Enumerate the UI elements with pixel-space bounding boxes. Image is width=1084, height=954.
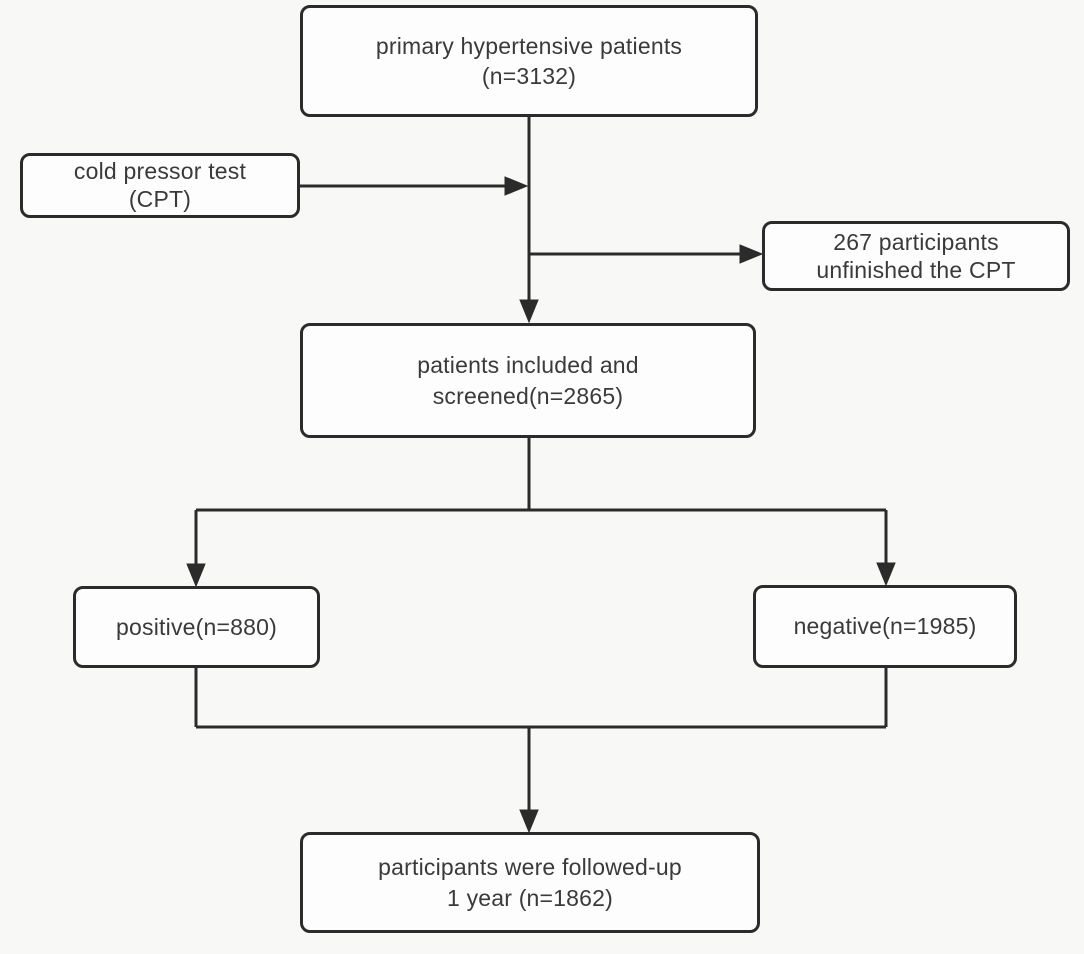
node-included-screened: patients included and screened(n=2865) [300, 323, 756, 438]
arrowhead-down-icon [519, 809, 539, 834]
edge-cpt-to-flow [300, 176, 529, 196]
arrowhead-down-icon [186, 563, 206, 588]
arrowhead-right-icon [739, 244, 764, 264]
node-positive: positive(n=880) [73, 586, 320, 668]
edge-screened-branch [186, 438, 896, 588]
node-followed-up: participants were followed-up 1 year (n=… [300, 832, 760, 933]
edge-flow-to-unfinished [529, 244, 764, 264]
edge-primary-to-screened [519, 117, 539, 324]
arrowhead-right-icon [504, 176, 529, 196]
node-primary-hypertensive-patients: primary hypertensive patients (n=3132) [300, 5, 758, 117]
node-negative: negative(n=1985) [753, 585, 1017, 668]
node-cold-pressor-test: cold pressor test (CPT) [20, 153, 300, 218]
arrowhead-down-icon [519, 299, 539, 324]
edge-merge-to-followup [194, 668, 888, 834]
node-unfinished-cpt: 267 participants unfinished the CPT [762, 221, 1070, 291]
arrowhead-down-icon [876, 562, 896, 587]
